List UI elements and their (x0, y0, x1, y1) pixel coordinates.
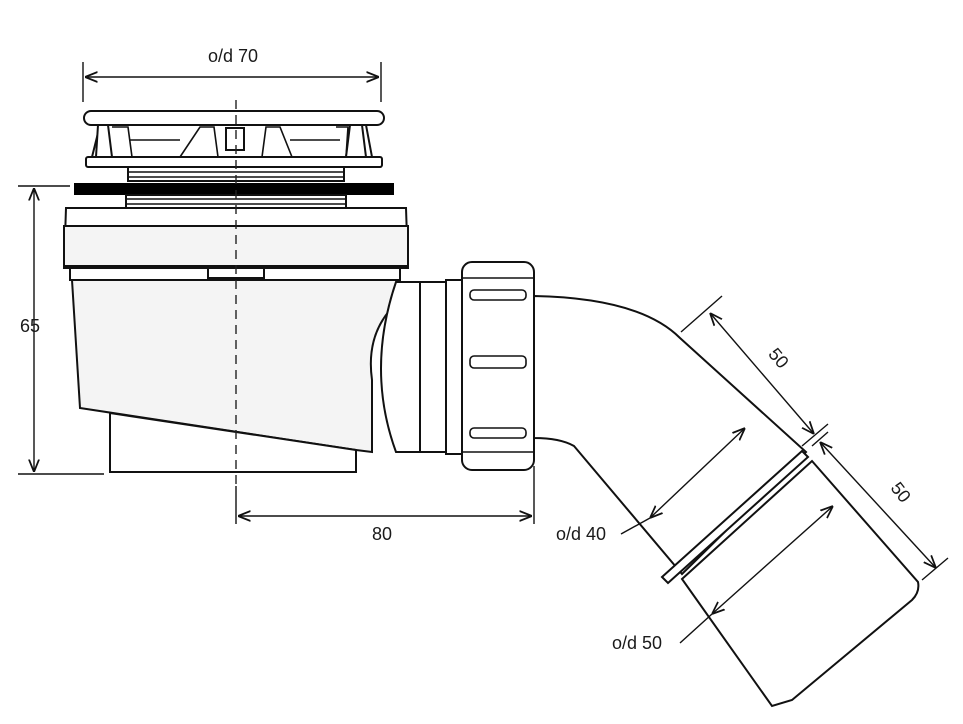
top-diameter-dimension: o/d 70 (82, 46, 382, 102)
trap-body (62, 207, 465, 473)
offset-dimension: 80 (235, 466, 535, 544)
outlet-outer-label: o/d 50 (612, 633, 662, 653)
outlet-inner-label: o/d 40 (556, 524, 606, 544)
top-diameter-label: o/d 70 (208, 46, 258, 66)
lower-length-label: 50 (887, 478, 915, 506)
grate-cover (83, 110, 385, 168)
upper-length-label: 50 (764, 344, 792, 372)
gasket (74, 183, 394, 195)
outlet-outer-dimension: o/d 50 (612, 506, 833, 653)
offset-label: 80 (372, 524, 392, 544)
height-label: 65 (20, 316, 40, 336)
height-dimension: 65 (18, 185, 104, 475)
outlet-inner-dimension: o/d 40 (556, 428, 745, 544)
union-nut (461, 261, 535, 471)
outlet-elbow (533, 294, 920, 708)
